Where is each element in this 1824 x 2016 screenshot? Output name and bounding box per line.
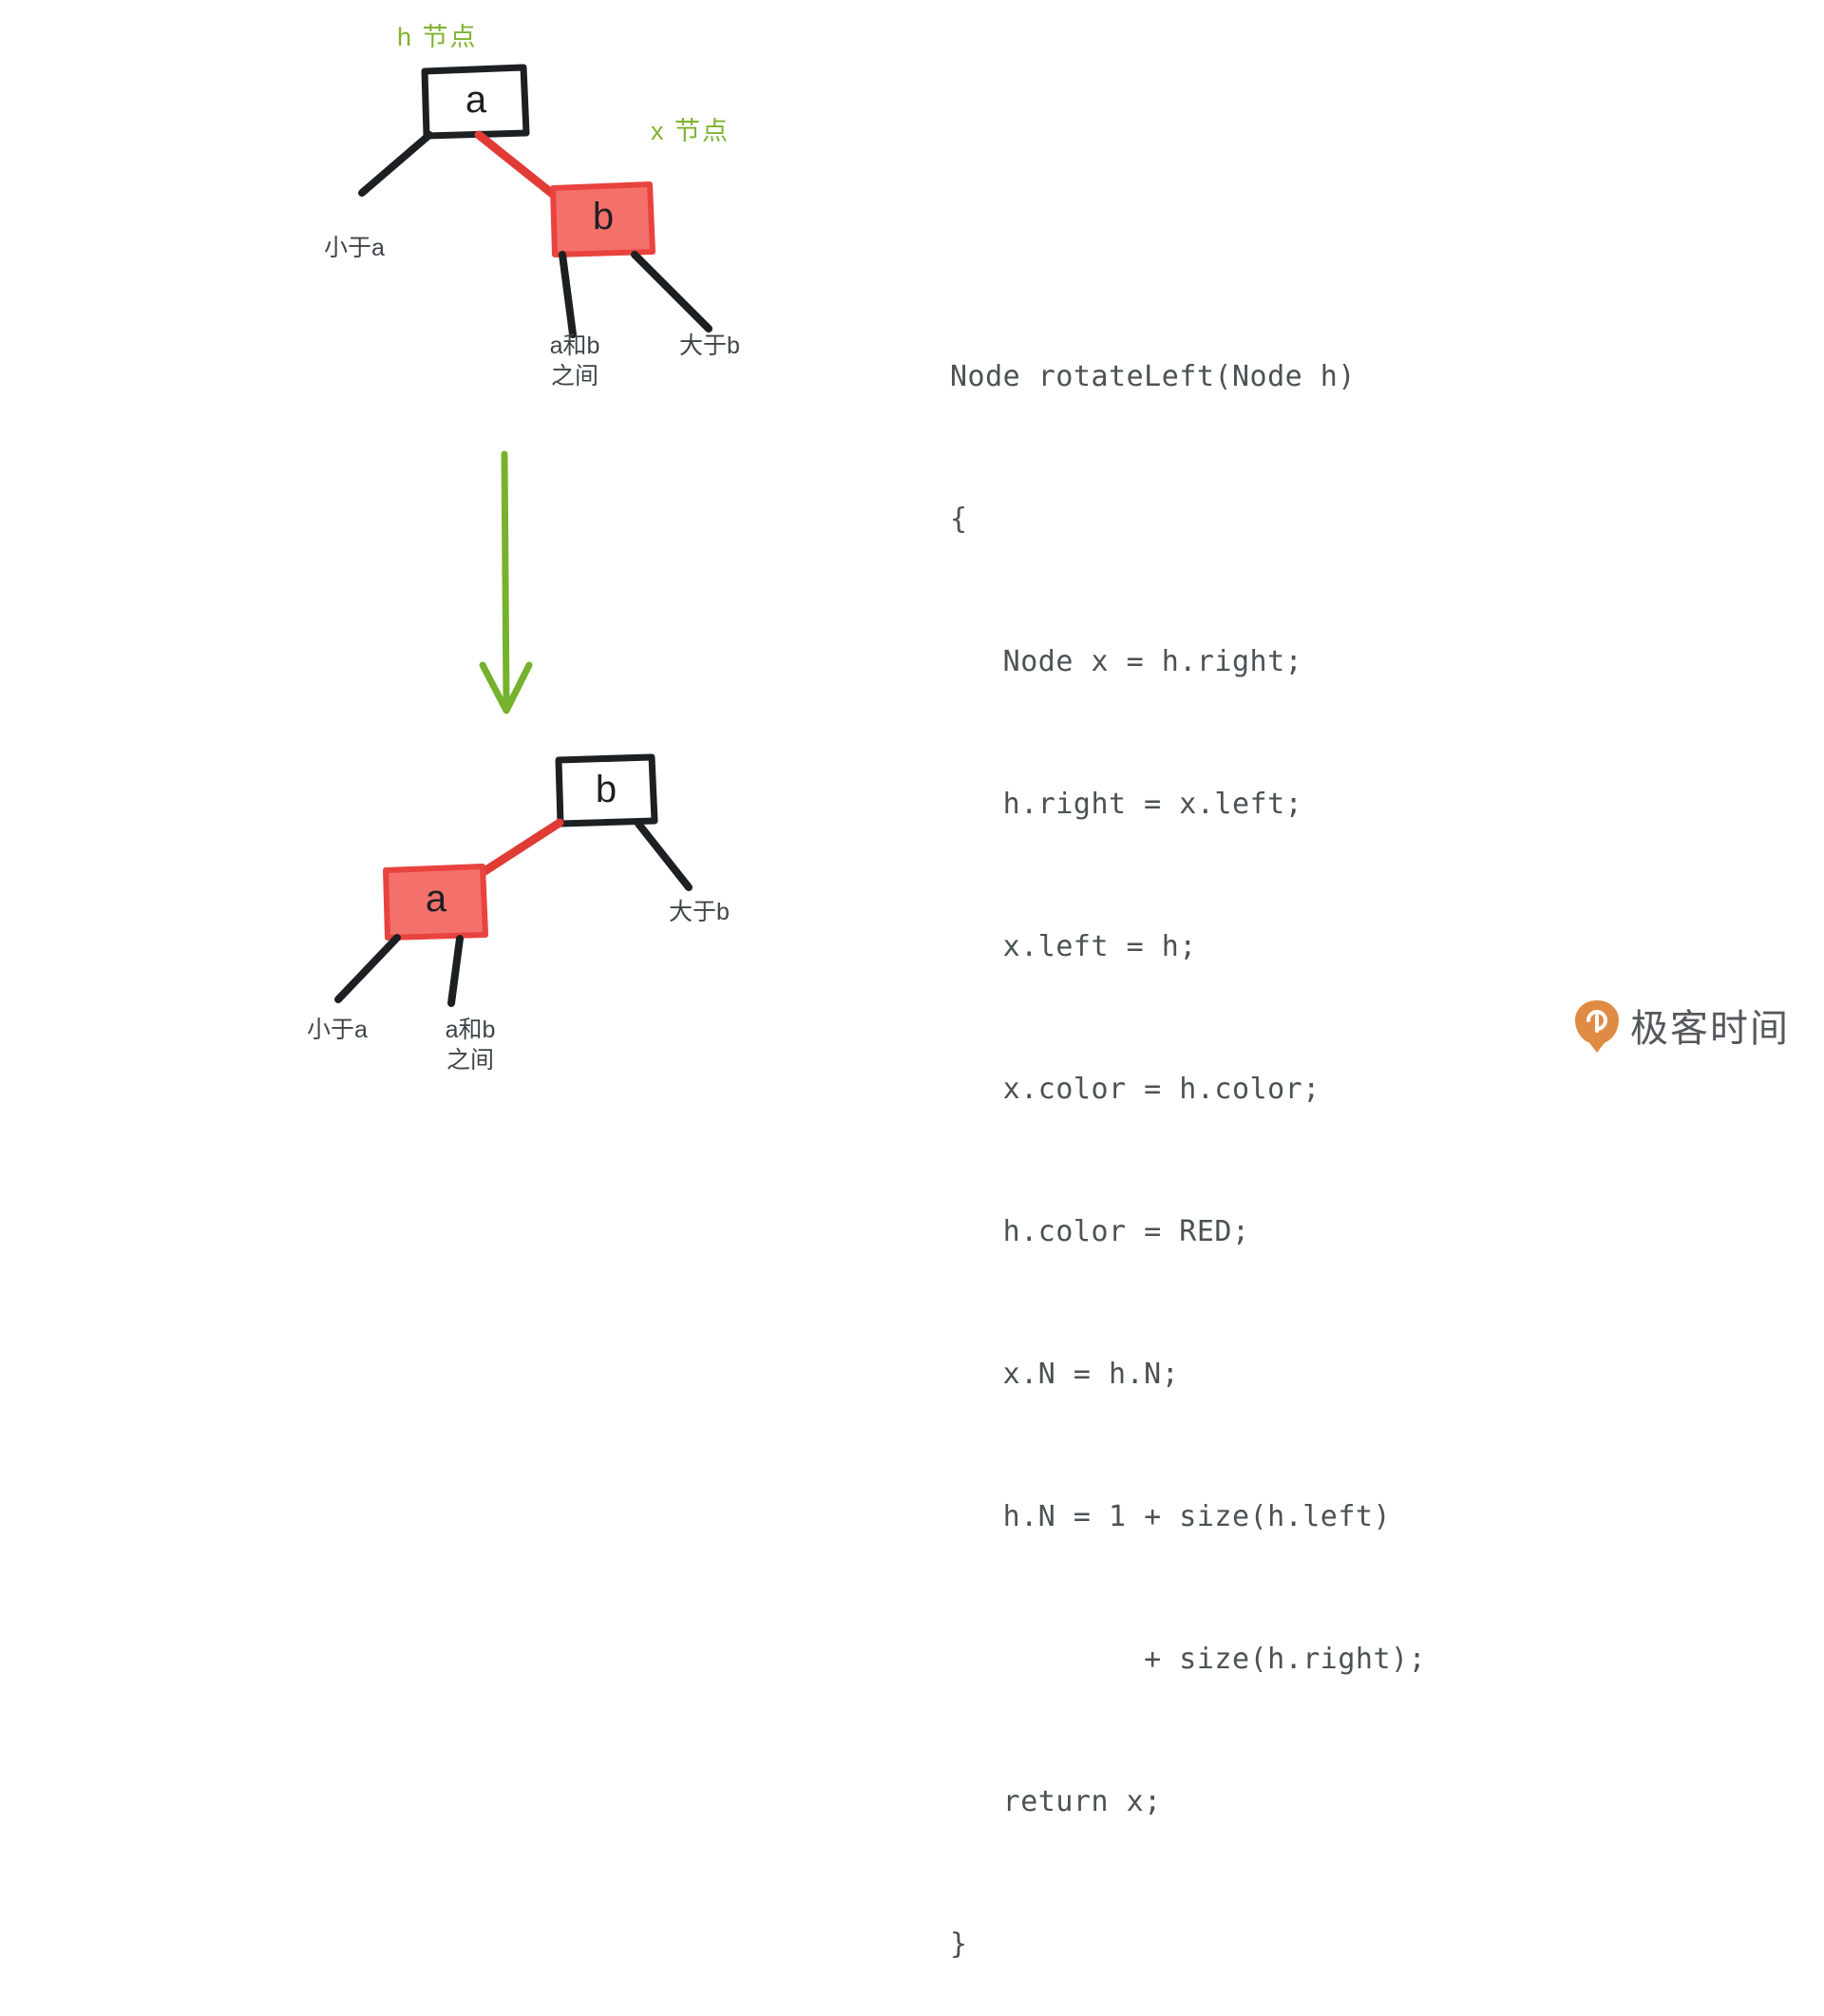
code-line: h.color = RED; [950, 1215, 1250, 1248]
code-line: + size(h.right); [950, 1643, 1427, 1676]
subtree-label-greater-than-b-top: 大于b [679, 333, 740, 359]
node-label-a-top: a [465, 79, 487, 121]
subtree-label-greater-than-b-bottom: 大于b [669, 899, 730, 925]
subtree-label-between-a-b-top: a和b 之间 [549, 333, 600, 390]
subtree-label-less-than-a-bottom: 小于a [307, 1017, 368, 1043]
diagram-labels-layer: h 节点 x 节点 a b 小于a a和b 之间 大于b b a 小于a a和b… [307, 23, 740, 1074]
code-line: h.right = x.left; [950, 788, 1303, 821]
node-label-a-bottom: a [425, 878, 447, 920]
code-line: } [950, 1928, 968, 1961]
node-label-b-top: b [592, 196, 615, 238]
code-line: Node x = h.right; [950, 645, 1303, 678]
code-block: Node rotateLeft(Node h) { Node x = h.rig… [950, 258, 1426, 2016]
code-line: return x; [950, 1785, 1162, 1818]
node-label-b-bottom: b [595, 769, 618, 810]
watermark-text: 极客时间 [1630, 1008, 1790, 1050]
code-line: x.N = h.N; [950, 1358, 1180, 1391]
annotation-x-node: x 节点 [651, 117, 731, 145]
subtree-label-between-a-b-bottom: a和b 之间 [445, 1017, 496, 1074]
subtree-label-less-than-a-top: 小于a [324, 235, 385, 261]
code-line: x.color = h.color; [950, 1073, 1320, 1106]
code-line: x.left = h; [950, 930, 1197, 963]
geektime-watermark: 极客时间 [1575, 998, 1790, 1053]
geektime-logo-icon [1575, 1000, 1619, 1050]
code-line: { [950, 503, 968, 536]
annotation-h-node: h 节点 [397, 23, 478, 51]
code-line: h.N = 1 + size(h.left) [950, 1500, 1392, 1533]
code-line: Node rotateLeft(Node h) [950, 360, 1356, 393]
